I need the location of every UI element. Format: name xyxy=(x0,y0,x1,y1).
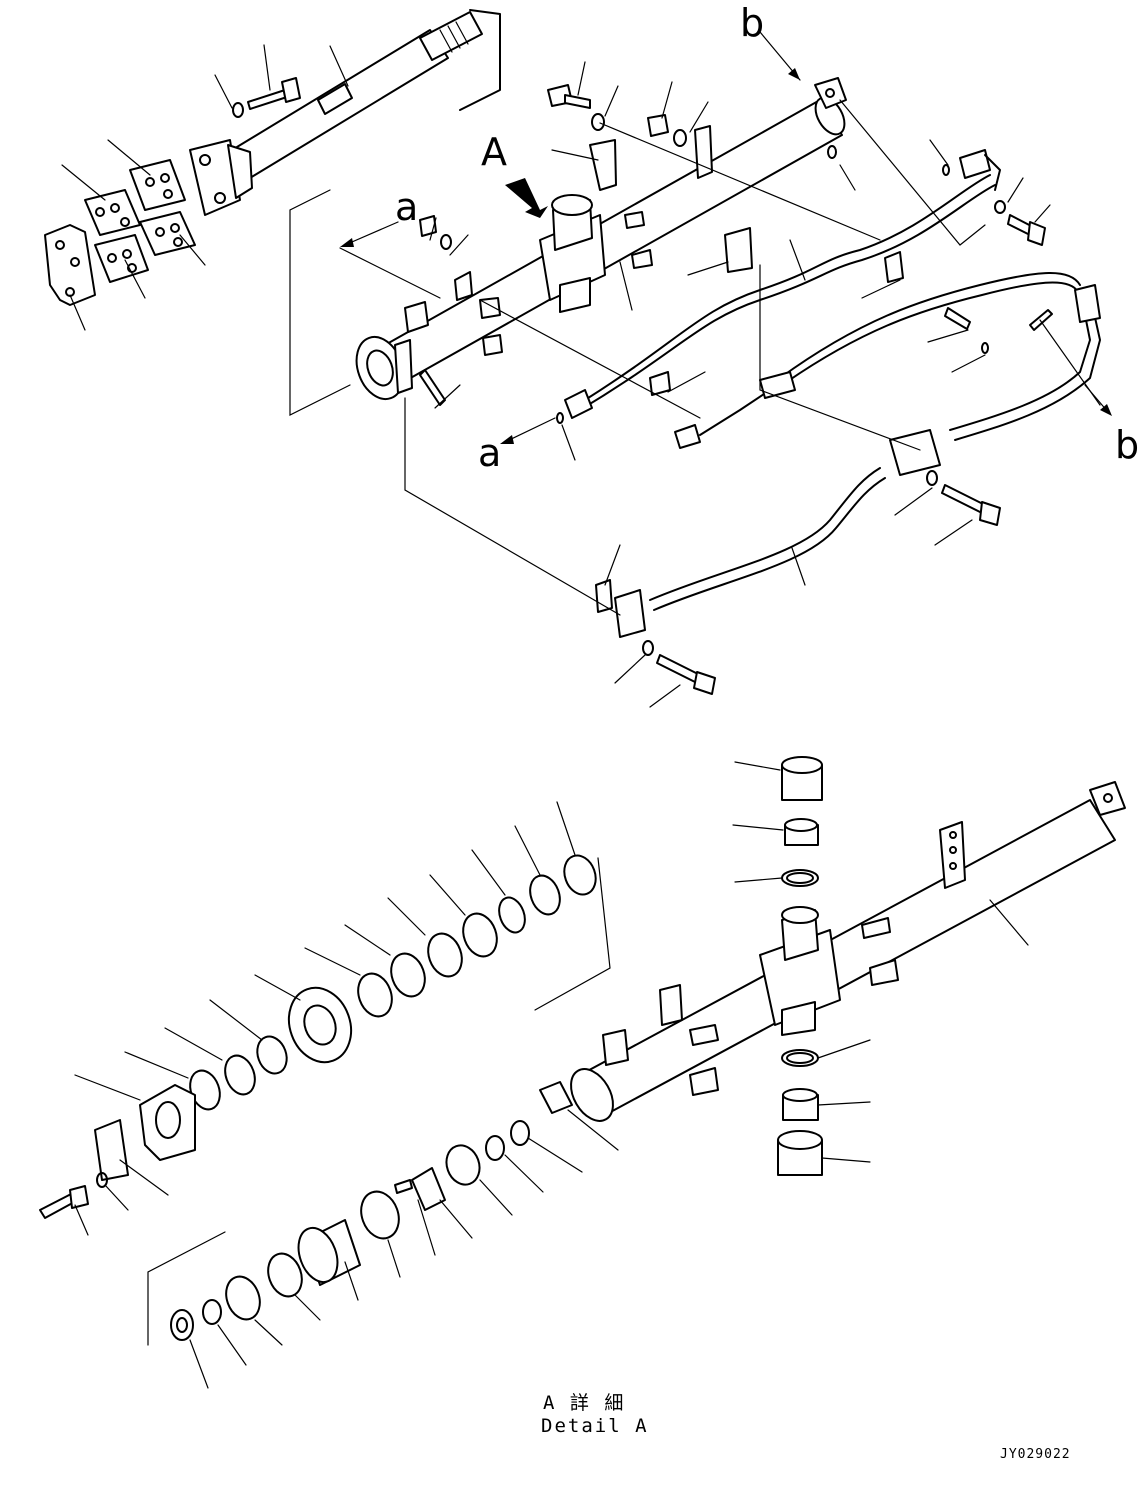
connection-a-top-label: a xyxy=(395,185,419,229)
leaders-detail xyxy=(74,761,1029,1389)
connection-b-bottom-label: b xyxy=(1115,423,1140,467)
drive-shaft xyxy=(231,9,501,179)
callout-arrows xyxy=(340,31,1112,444)
shaft-bolt xyxy=(232,77,301,118)
small-hardware-top xyxy=(419,84,950,424)
yoke-flange xyxy=(189,139,253,216)
detail-caption-jp: A 詳 細 xyxy=(543,1392,626,1414)
bearing-caps xyxy=(84,159,196,283)
cylinder-brackets xyxy=(454,125,753,356)
trunnion xyxy=(539,194,606,313)
leaders-upper xyxy=(429,61,1051,708)
detail-rings xyxy=(39,854,597,1219)
detail-bushings-right xyxy=(777,756,823,1176)
drawing-code: JY029022 xyxy=(1000,1447,1071,1462)
view-a-label: A xyxy=(481,130,507,174)
detail-frames xyxy=(147,857,611,1346)
cross-spider xyxy=(44,224,96,306)
connection-a-bottom-label: a xyxy=(478,431,502,475)
frame-left xyxy=(289,189,351,416)
main-cylinder xyxy=(384,77,847,381)
view-a-arrow xyxy=(505,178,548,218)
hoses xyxy=(564,149,1101,638)
cylinder-head xyxy=(355,301,429,400)
detail-cylinder xyxy=(570,781,1126,1122)
hose-hardware xyxy=(642,200,1053,695)
detail-trunnion xyxy=(759,906,841,1036)
leaders-upper-left xyxy=(61,44,349,331)
detail-caption-en: Detail A xyxy=(541,1415,649,1437)
detail-piston-parts xyxy=(170,1081,573,1341)
connection-b-top-label: b xyxy=(740,1,765,45)
